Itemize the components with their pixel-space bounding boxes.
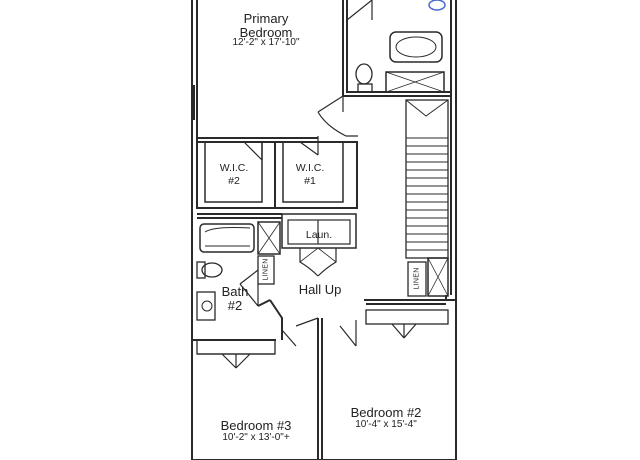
tub-primary-bath <box>389 31 443 63</box>
primary-bedroom-dimensions: 12'-2" x 17'-10" <box>232 37 300 48</box>
bath2-wall <box>197 213 282 219</box>
bedroom3-dimensions: 10'-2" x 13'-0"+ <box>222 432 290 443</box>
bedroom3-closet-doors <box>221 353 251 369</box>
sink-bath2 <box>196 291 216 321</box>
toilet-primary-bath <box>355 63 373 85</box>
shower-bath2 <box>257 221 281 255</box>
wic2-door <box>243 141 263 161</box>
bedroom2-top-wall <box>364 299 457 460</box>
hall-wall-left <box>269 299 283 340</box>
bedroom-divider-wall <box>317 318 323 460</box>
bedroom2-label: Bedroom #2 <box>350 405 422 420</box>
tub-bath2 <box>199 223 255 253</box>
primary-bath-sink-icon <box>428 0 446 11</box>
bedroom2-closet-doors <box>391 323 417 339</box>
laundry-doors <box>299 248 337 277</box>
bedroom2-dimensions: 10'-4" x 15'-4" <box>355 419 417 430</box>
primary-door <box>317 95 358 137</box>
linen-left-label: LINEN <box>262 258 270 281</box>
toilet-bath2 <box>201 262 223 278</box>
bedroom3-label: Bedroom #3 <box>220 418 292 433</box>
bath2-label: Bath #2 <box>221 284 249 313</box>
wic1-label: W.I.C. #1 <box>295 162 325 187</box>
bath2-door <box>239 269 259 307</box>
laundry-label: Laun. <box>305 229 333 241</box>
bedroom3-closet <box>196 339 276 355</box>
primary-bedroom-label: Primary Bedroom <box>239 11 293 40</box>
bedroom2-closet <box>365 309 449 325</box>
linen-right-label: LINEN <box>413 267 421 290</box>
shower-primary-bath <box>385 71 445 93</box>
hall-bottom-door-left <box>281 317 319 347</box>
shower-right <box>427 257 449 297</box>
stairs <box>405 99 449 259</box>
wic1-door <box>299 136 319 156</box>
linen-right <box>407 261 427 297</box>
hall-label: Hall Up <box>298 282 342 297</box>
laundry-outline <box>281 213 357 249</box>
hall-bottom-door-right <box>339 320 357 347</box>
wic2-label: W.I.C. #2 <box>219 162 249 187</box>
